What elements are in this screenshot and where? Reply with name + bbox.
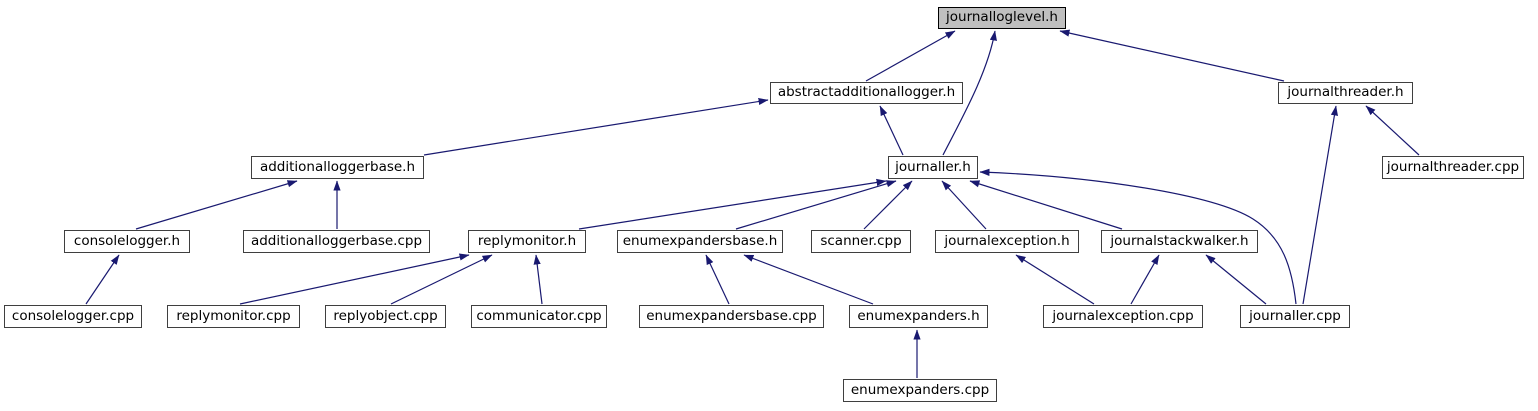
edge-journaller_cpp-to-journalstackwalker_h [1205, 254, 1267, 305]
graph-node-journaller-h[interactable]: journaller.h [888, 156, 978, 179]
edge-communicator_cpp-to-replymonitor_h [533, 254, 543, 305]
edge-consolelogger_h-to-additionalloggerbase_h [135, 180, 298, 230]
edge-journaller_h-to-journalloglevel_h [942, 30, 997, 156]
graph-node-label: additionalloggerbase.cpp [250, 232, 423, 249]
edge-abstractadditionallogger_h-to-journalloglevel_h [865, 30, 956, 82]
edge-additionalloggerbase_h-to-abstractadditionallogger_h [423, 97, 769, 156]
graph-node-label: enumexpandersbase.cpp [646, 307, 817, 324]
graph-node-label: journaller.cpp [1249, 307, 1341, 324]
graph-node-label: journalthreader.cpp [1386, 158, 1520, 175]
graph-node-label: communicator.cpp [476, 307, 602, 324]
edge-replyobject_cpp-to-replymonitor_h [390, 254, 493, 305]
edge-journalthreader_cpp-to-journalthreader_h [1365, 105, 1420, 156]
edge-replymonitor_h-to-journaller_h [578, 178, 887, 230]
graph-node-enumexpandersbase-cpp[interactable]: enumexpandersbase.cpp [639, 305, 824, 328]
graph-node-communicator-cpp[interactable]: communicator.cpp [471, 305, 607, 328]
graph-node-label: journalthreader.h [1287, 84, 1404, 101]
graph-node-label: replyobject.cpp [333, 307, 438, 324]
graph-node-journalexception-cpp[interactable]: journalexception.cpp [1043, 305, 1203, 328]
graph-node-label: abstractadditionallogger.h [777, 84, 956, 101]
graph-node-consolelogger-h[interactable]: consolelogger.h [64, 230, 190, 253]
graph-node-scanner-cpp[interactable]: scanner.cpp [811, 230, 911, 253]
edge-journalthreader_h-to-journalloglevel_h [1059, 29, 1285, 82]
graph-node-label: consolelogger.h [73, 232, 181, 249]
graph-node-label: journalloglevel.h [946, 9, 1058, 26]
graph-node-replymonitor-h[interactable]: replymonitor.h [468, 230, 586, 253]
graph-node-label: replymonitor.cpp [176, 307, 291, 324]
graph-node-enumexpanders-h[interactable]: enumexpanders.h [849, 305, 988, 328]
edge-consolelogger_cpp-to-consolelogger_h [85, 254, 120, 305]
graph-node-journalexception-h[interactable]: journalexception.h [935, 230, 1079, 253]
graph-node-journalstackwalker-h[interactable]: journalstackwalker.h [1101, 230, 1258, 253]
graph-node-journalthreader-cpp[interactable]: journalthreader.cpp [1382, 156, 1524, 179]
edge-enumexpandersbase_cpp-to-enumexpandersbase_h [705, 254, 730, 305]
edge-journaller_h-to-abstractadditionallogger_h [879, 105, 904, 156]
edge-journalexception_cpp-to-journalexception_h [1015, 254, 1095, 305]
graph-node-label: additionalloggerbase.h [259, 158, 416, 175]
graph-node-replyobject-cpp[interactable]: replyobject.cpp [325, 305, 446, 328]
graph-node-journaller-cpp[interactable]: journaller.cpp [1240, 305, 1350, 328]
graph-node-label: scanner.cpp [820, 232, 902, 249]
graph-node-additionalloggerbase-h[interactable]: additionalloggerbase.h [251, 156, 424, 179]
graph-node-abstractadditionallogger-h[interactable]: abstractadditionallogger.h [770, 82, 963, 104]
graph-node-label: consolelogger.cpp [11, 307, 135, 324]
edge-journalexception_cpp-to-journalstackwalker_h [1130, 254, 1160, 305]
edge-replymonitor_cpp-to-replymonitor_h [239, 253, 470, 305]
graph-node-enumexpanders-cpp[interactable]: enumexpanders.cpp [843, 379, 997, 402]
edge-journaller_cpp-to-journalthreader_h [1302, 105, 1338, 305]
edge-journalstackwalker_h-to-journaller_h [969, 180, 1123, 230]
edge-journalexception_h-to-journaller_h [941, 180, 987, 230]
graph-node-consolelogger-cpp[interactable]: consolelogger.cpp [4, 305, 142, 328]
edge-enumexpandersbase_h-to-journaller_h [735, 180, 897, 230]
graph-node-replymonitor-cpp[interactable]: replymonitor.cpp [167, 305, 300, 328]
graph-node-label: journalexception.cpp [1052, 307, 1194, 324]
graph-node-label: journalstackwalker.h [1110, 232, 1249, 249]
graph-node-label: enumexpandersbase.h [622, 232, 778, 249]
graph-node-label: enumexpanders.h [857, 307, 980, 324]
graph-node-label: journalexception.h [944, 232, 1070, 249]
graph-node-label: journaller.h [895, 158, 971, 175]
edge-journaller_cpp-to-journaller_h [979, 168, 1297, 305]
edge-scanner_cpp-to-journaller_h [863, 180, 913, 230]
graph-node-journalthreader-h[interactable]: journalthreader.h [1278, 82, 1413, 104]
graph-node-journalloglevel-h: journalloglevel.h [938, 7, 1066, 29]
edge-enumexpanders_h-to-enumexpandersbase_h [743, 254, 874, 305]
graph-node-label: enumexpanders.cpp [850, 381, 990, 398]
graph-node-label: replymonitor.h [477, 232, 577, 249]
graph-node-enumexpandersbase-h[interactable]: enumexpandersbase.h [617, 230, 783, 253]
graph-node-additionalloggerbase-cpp[interactable]: additionalloggerbase.cpp [243, 230, 430, 253]
